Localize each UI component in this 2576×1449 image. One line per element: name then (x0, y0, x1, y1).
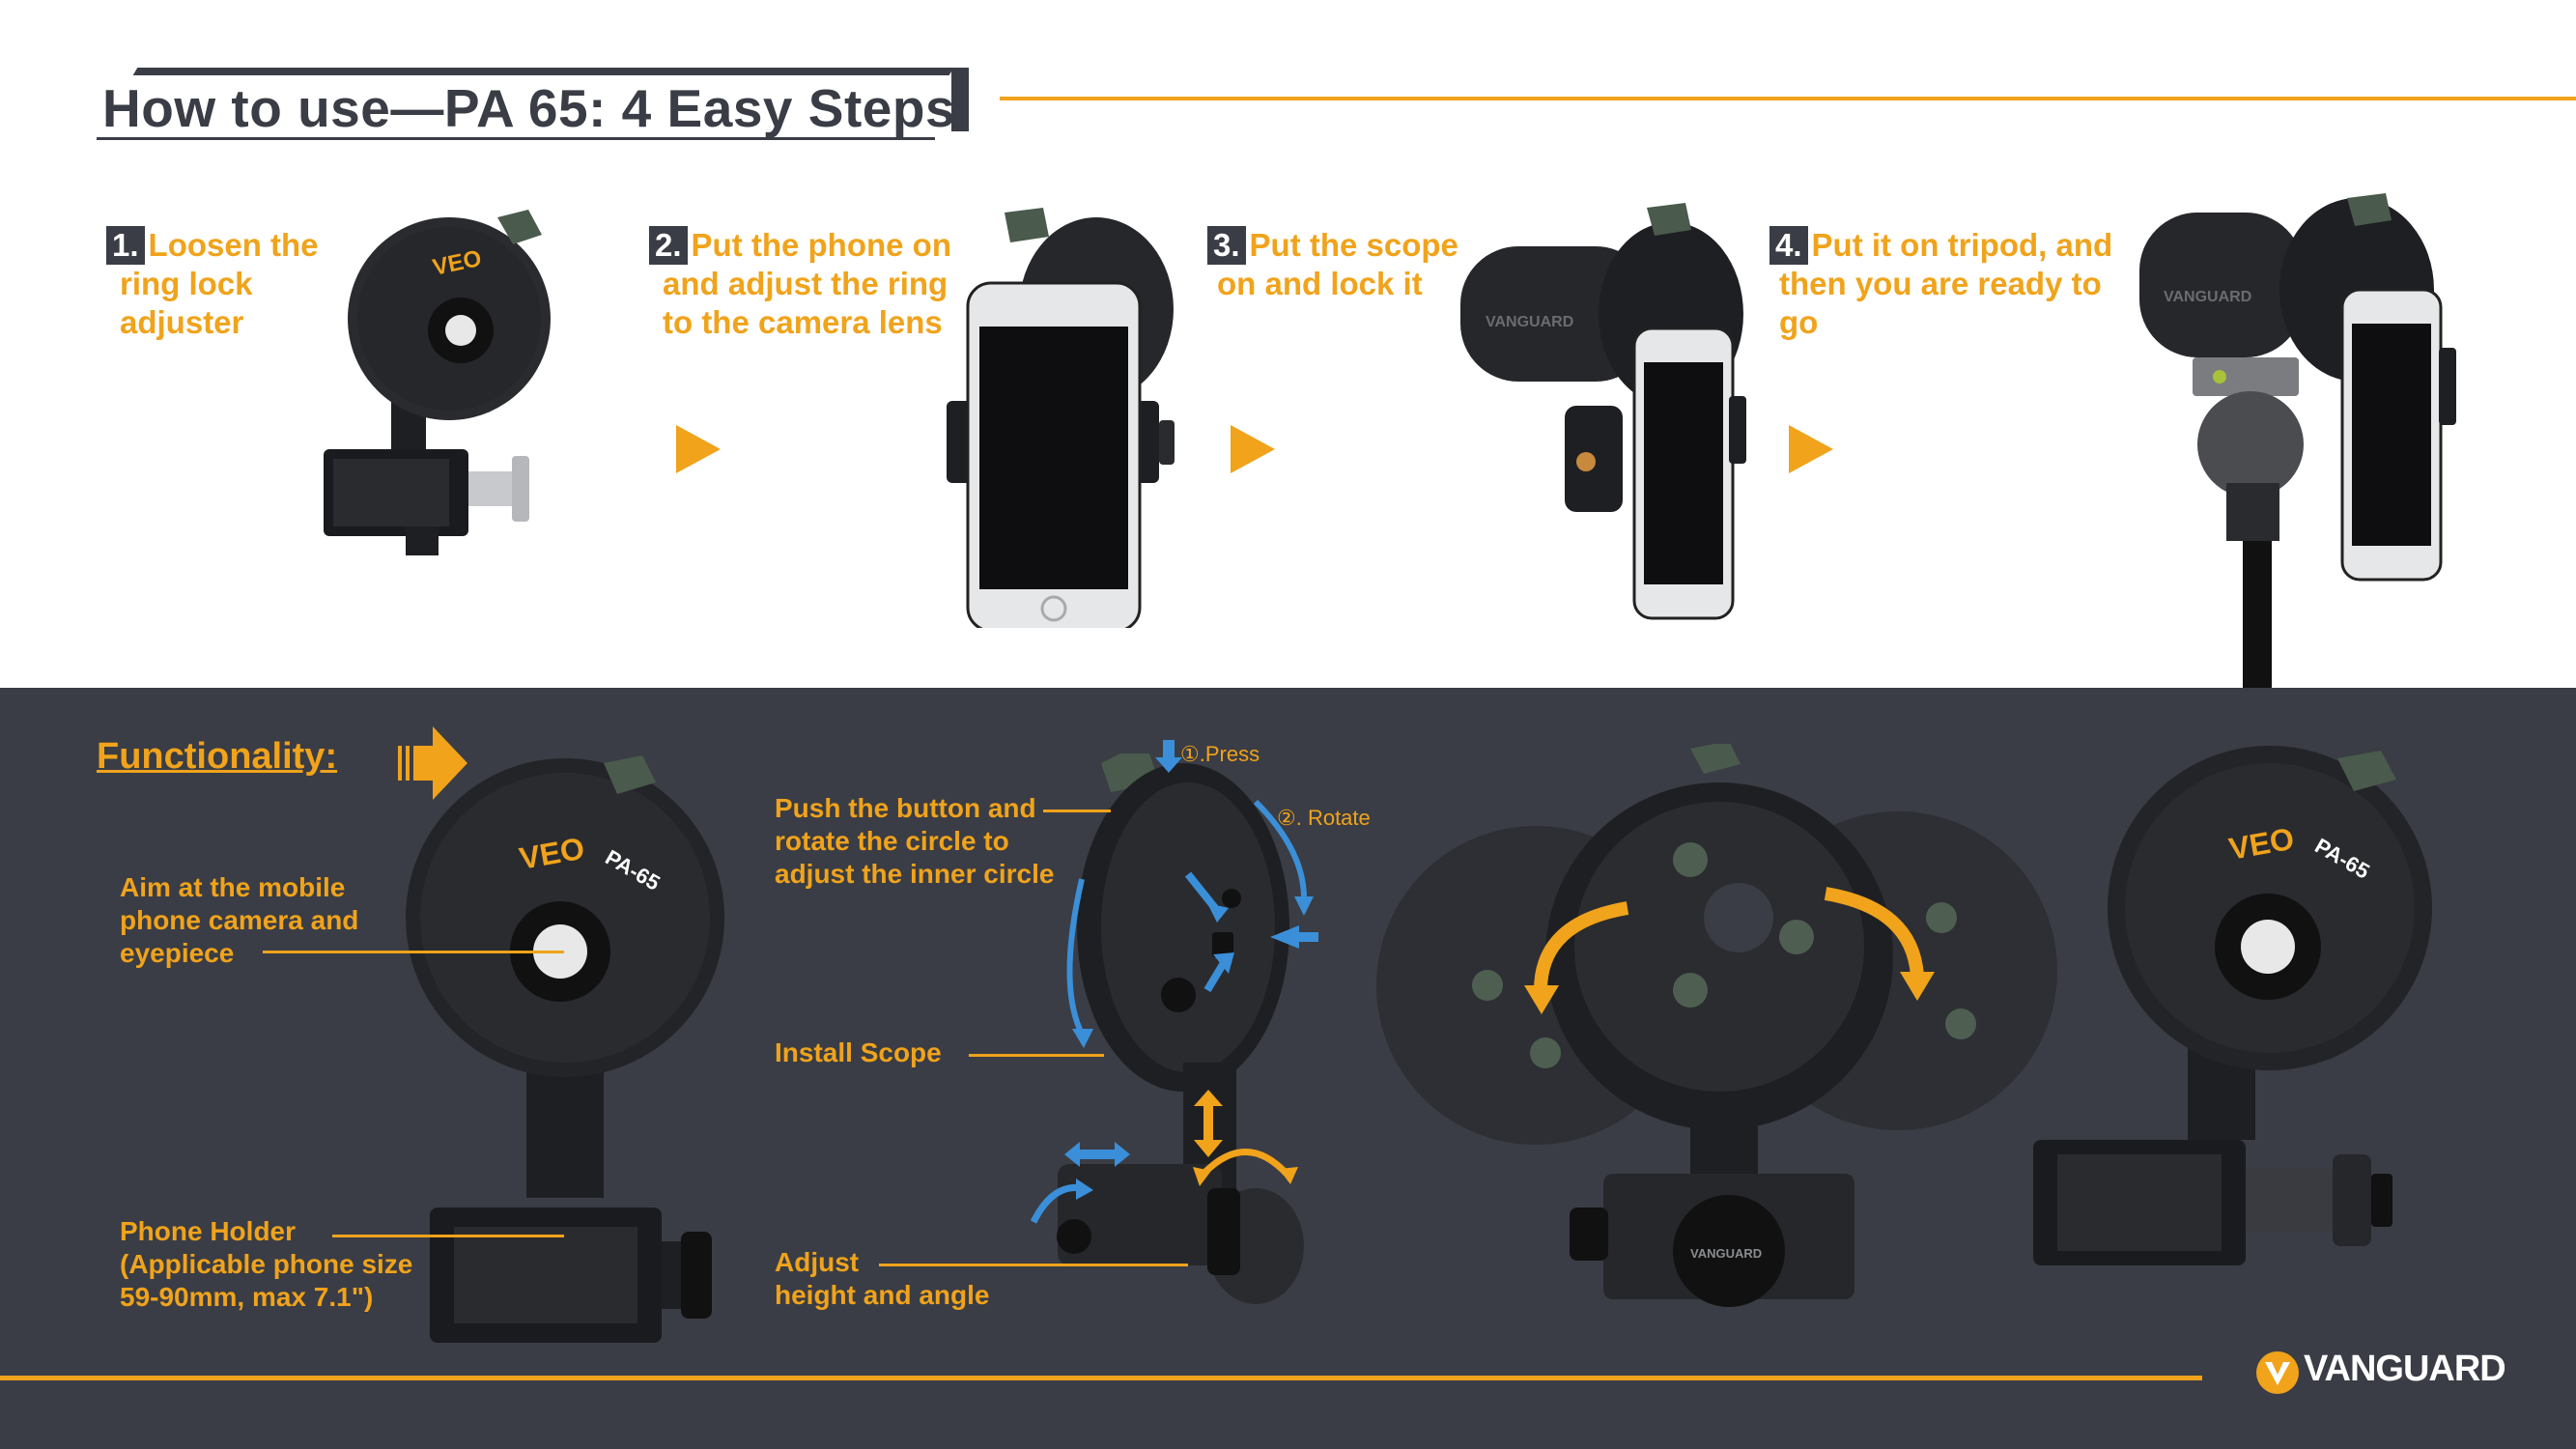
step-arrow-2 (1231, 425, 1275, 473)
callout-scope-leader (969, 1054, 1104, 1057)
callout-aim-line-2: phone camera and (120, 905, 359, 935)
step-4-text: 4.Put it on tripod, and then you are rea… (1769, 226, 2112, 342)
page-title: How to use—PA 65: 4 Easy Steps (102, 78, 956, 138)
callout-aim-line-3: eyepiece (120, 938, 235, 968)
callout-adjust-line-2: height and angle (775, 1280, 990, 1310)
callout-scope: Install Scope (775, 1037, 942, 1069)
step-arrow-3 (1789, 425, 1833, 473)
vanguard-logo: VANGUARD (2255, 1343, 2516, 1401)
step-2-line-1: Put the phone on (691, 227, 951, 263)
callout-aim-leader (263, 951, 564, 953)
title-underline (97, 137, 935, 140)
step-arrow-1 (676, 425, 721, 473)
callout-holder: Phone Holder (Applicable phone size 59-9… (120, 1215, 412, 1314)
step-3-line-2: on and lock it (1217, 266, 1423, 301)
page-title-block: How to use—PA 65: 4 Easy Steps (97, 68, 971, 141)
step-1-text: 1.Loosen the ring lock adjuster (106, 226, 319, 342)
step-4-line-3: go (1779, 304, 1819, 340)
callout-holder-leader (332, 1235, 564, 1237)
step-2-phone-image (947, 208, 1175, 628)
step-4-line-2: then you are ready to (1779, 266, 2102, 301)
scope-brand-mark: VANGUARD (1486, 314, 1573, 330)
step-2-line-3: to the camera lens (663, 304, 943, 340)
adapter-rotation-image: VANGUARD (1376, 744, 2057, 1307)
callout-push-leader (1043, 810, 1111, 812)
knob-brand-mark: VANGUARD (1690, 1246, 1762, 1261)
callout-scope-line-1: Install Scope (775, 1037, 942, 1067)
step-3-line-1: Put the scope (1249, 227, 1458, 263)
callout-push: Push the button and rotate the circle to… (775, 792, 1054, 891)
step-4-tripod-image: VANGUARD (2139, 193, 2456, 688)
callout-push-line-1: Push the button and (775, 793, 1036, 823)
vanguard-logo-text: VANGUARD (2304, 1349, 2506, 1389)
callout-adjust: Adjust height and angle (775, 1246, 989, 1312)
callout-holder-line-3: 59-90mm, max 7.1") (120, 1282, 374, 1312)
functionality-title: Functionality: (97, 736, 338, 777)
press-label: ①.Press (1180, 742, 1260, 766)
vanguard-logo-icon (2256, 1351, 2299, 1394)
callout-aim-line-1: Aim at the mobile (120, 872, 346, 902)
step-3-text: 3.Put the scope on and lock it (1207, 226, 1458, 303)
step-4-line-1: Put it on tripod, and (1811, 227, 2113, 263)
step-1-number: 1. (106, 226, 145, 265)
step-2-text: 2.Put the phone on and adjust the ring t… (649, 226, 951, 342)
adapter-side-image: VEO PA-65 (2033, 746, 2432, 1265)
step-1-line-2: ring lock (120, 266, 253, 301)
header-rule (1000, 97, 2576, 100)
callout-aim: Aim at the mobile phone camera and eyepi… (120, 871, 358, 970)
step-2-line-2: and adjust the ring (663, 266, 948, 301)
step-3-scope-image: VANGUARD (1460, 203, 1746, 620)
step-4-number: 4. (1769, 226, 1808, 265)
callout-push-line-2: rotate the circle to (775, 826, 1009, 856)
callout-adjust-leader (879, 1264, 1188, 1266)
title-corner-decoration (951, 68, 969, 131)
step-3-number: 3. (1207, 226, 1246, 265)
step-1-line-1: Loosen the (148, 227, 319, 263)
step-1-adapter-image: VEO (324, 210, 551, 555)
step-2-number: 2. (649, 226, 688, 265)
tripod-scope-brand-mark: VANGUARD (2164, 289, 2251, 305)
title-tab-decoration (132, 68, 954, 75)
callout-adjust-line-1: Adjust (775, 1247, 860, 1277)
callout-push-line-3: adjust the inner circle (775, 859, 1055, 889)
footer-rule (0, 1376, 2202, 1380)
callout-holder-line-1: Phone Holder (120, 1216, 297, 1246)
callout-holder-line-2: (Applicable phone size (120, 1249, 413, 1279)
functionality-arrow-icon (398, 726, 467, 800)
adapter-front-image: VEO PA-65 (406, 755, 724, 1343)
rotate-label: ②. Rotate (1277, 806, 1371, 830)
adapter-back-image (1030, 740, 1318, 1304)
step-1-line-3: adjuster (120, 304, 244, 340)
